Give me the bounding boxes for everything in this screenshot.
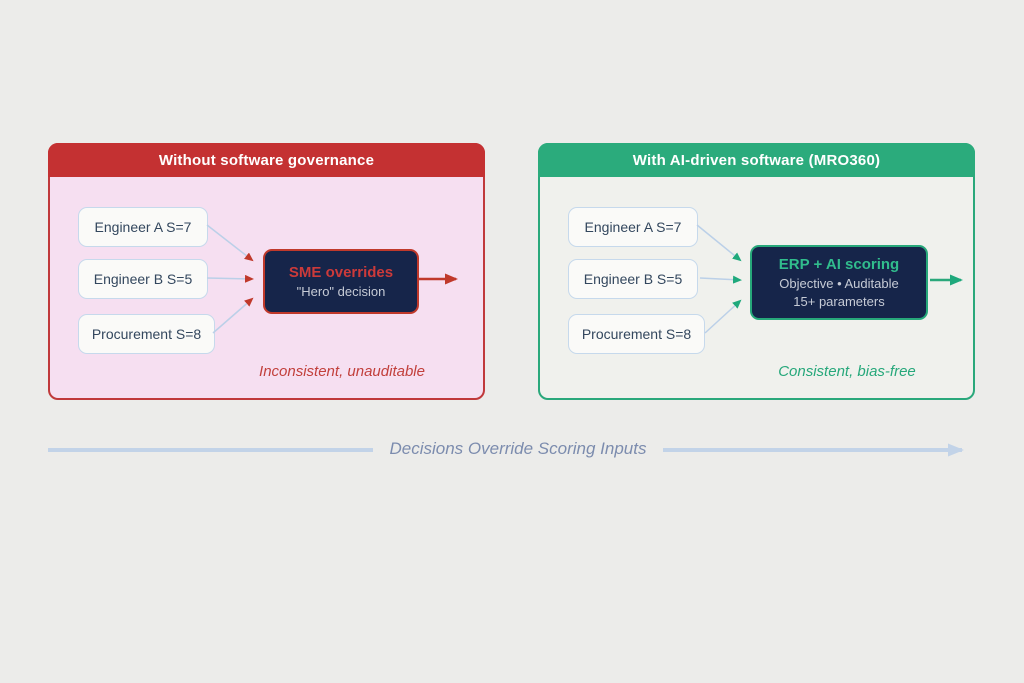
sme-overrides-title: SME overrides bbox=[288, 264, 394, 281]
sme-overrides-subtitle: "Hero" decision bbox=[296, 284, 386, 299]
panel-with-header: With AI-driven software (MRO360) bbox=[538, 143, 975, 177]
input-box-procurement: Procurement S=8 bbox=[568, 314, 705, 354]
erp-subtitle-objective: Objective • Auditable bbox=[779, 276, 899, 291]
panel-without-governance: Without software governance Engineer A S… bbox=[48, 143, 485, 400]
input-box-procurement: Procurement S=8 bbox=[78, 314, 215, 354]
caption-inconsistent: Inconsistent, unauditable bbox=[259, 363, 425, 380]
input-box-engineer-a: Engineer A S=7 bbox=[78, 207, 208, 247]
erp-ai-scoring-title: ERP + AI scoring bbox=[778, 256, 900, 273]
erp-subtitle-parameters: 15+ parameters bbox=[793, 294, 885, 309]
erp-ai-scoring-box: ERP + AI scoring Objective • Auditable 1… bbox=[750, 245, 928, 320]
input-box-engineer-a: Engineer A S=7 bbox=[568, 207, 698, 247]
caption-consistent: Consistent, bias-free bbox=[778, 363, 916, 380]
input-box-engineer-b: Engineer B S=5 bbox=[78, 259, 208, 299]
sme-overrides-box: SME overrides "Hero" decision bbox=[263, 249, 419, 314]
panel-without-header: Without software governance bbox=[48, 143, 485, 177]
bottom-arrow-label: Decisions Override Scoring Inputs bbox=[389, 439, 647, 458]
panel-with-ai-software: With AI-driven software (MRO360) Enginee… bbox=[538, 143, 975, 400]
input-box-engineer-b: Engineer B S=5 bbox=[568, 259, 698, 299]
